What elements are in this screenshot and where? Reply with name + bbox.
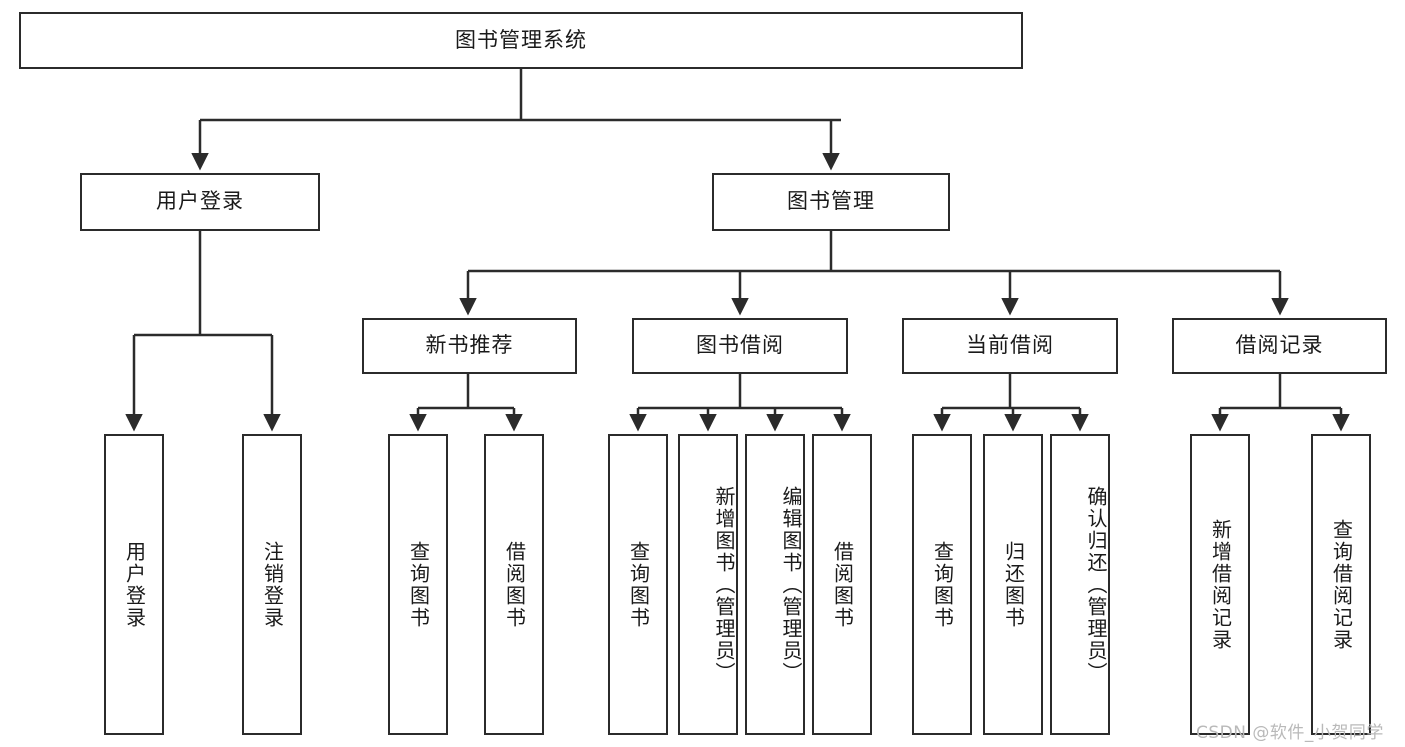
node-root[interactable]: 图书管理系统 <box>19 12 1023 69</box>
leaf-add-borrow-record[interactable]: 新增借阅记录 <box>1190 434 1250 735</box>
leaf-query-book-rec[interactable]: 查询图书 <box>388 434 448 735</box>
leaf-return-book[interactable]: 归还图书 <box>983 434 1043 735</box>
leaf-query-borrow-record[interactable]: 查询借阅记录 <box>1311 434 1371 735</box>
node-borrow-record[interactable]: 借阅记录 <box>1172 318 1387 374</box>
leaf-query-book[interactable]: 查询图书 <box>608 434 668 735</box>
node-book-management[interactable]: 图书管理 <box>712 173 950 231</box>
csdn-watermark: CSDN @软件_小贺同学 <box>1196 723 1384 743</box>
leaf-borrow-book[interactable]: 借阅图书 <box>812 434 872 735</box>
node-current-borrow[interactable]: 当前借阅 <box>902 318 1118 374</box>
leaf-logout[interactable]: 注销登录 <box>242 434 302 735</box>
node-book-borrow[interactable]: 图书借阅 <box>632 318 848 374</box>
leaf-edit-book-admin[interactable]: 编辑图书（管理员） <box>745 434 805 735</box>
leaf-user-login[interactable]: 用户登录 <box>104 434 164 735</box>
leaf-add-book-admin[interactable]: 新增图书（管理员） <box>678 434 738 735</box>
leaf-confirm-return-admin[interactable]: 确认归还（管理员） <box>1050 434 1110 735</box>
leaf-query-book-current[interactable]: 查询图书 <box>912 434 972 735</box>
leaf-borrow-book-rec[interactable]: 借阅图书 <box>484 434 544 735</box>
node-user-login[interactable]: 用户登录 <box>80 173 320 231</box>
node-new-book-recommend[interactable]: 新书推荐 <box>362 318 577 374</box>
